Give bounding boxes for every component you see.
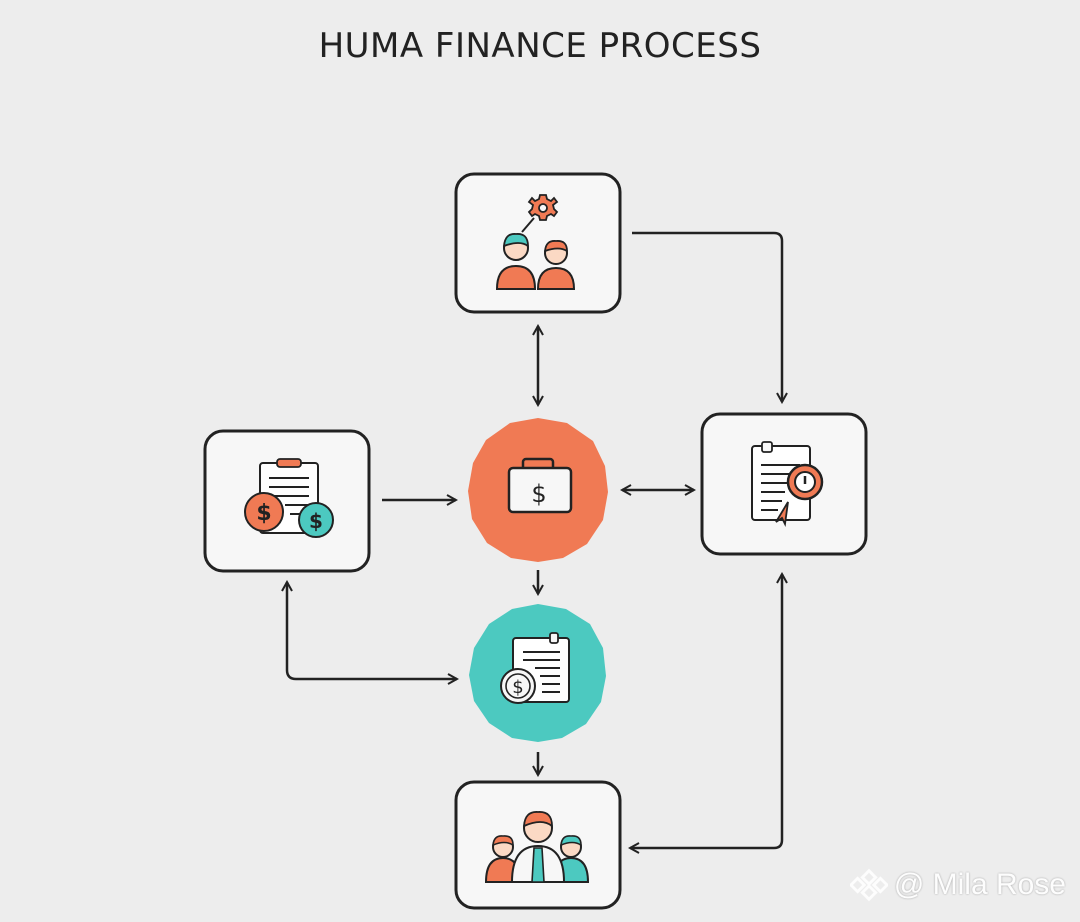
- node-center: $: [468, 418, 608, 562]
- node-mid: $: [469, 604, 606, 742]
- svg-text:$: $: [531, 480, 546, 508]
- svg-text:$: $: [256, 501, 271, 526]
- svg-text:$: $: [309, 509, 323, 533]
- watermark: @ Mila Rose: [849, 866, 1066, 904]
- team-gear-icon: [495, 194, 576, 290]
- binance-logo-icon: [849, 868, 888, 902]
- svg-text:$: $: [512, 677, 523, 698]
- arrow-left-mid: [287, 582, 457, 679]
- arrow-top-right: [632, 231, 782, 402]
- document-approval-icon: [751, 441, 824, 528]
- watermark-text: @ Mila Rose: [893, 868, 1066, 901]
- page-title: HUMA FINANCE PROCESS: [318, 26, 762, 66]
- arrow-right-bottom: [630, 574, 782, 848]
- invoice-dollar-icon: $ $: [244, 458, 334, 538]
- group-people-icon: [484, 811, 590, 883]
- node-left: $ $: [203, 429, 371, 573]
- node-bottom: [454, 780, 622, 910]
- node-top: [454, 172, 622, 314]
- node-right: [700, 412, 868, 556]
- invoice-dollar-icon: $: [500, 632, 570, 704]
- briefcase-dollar-icon: $: [507, 457, 573, 514]
